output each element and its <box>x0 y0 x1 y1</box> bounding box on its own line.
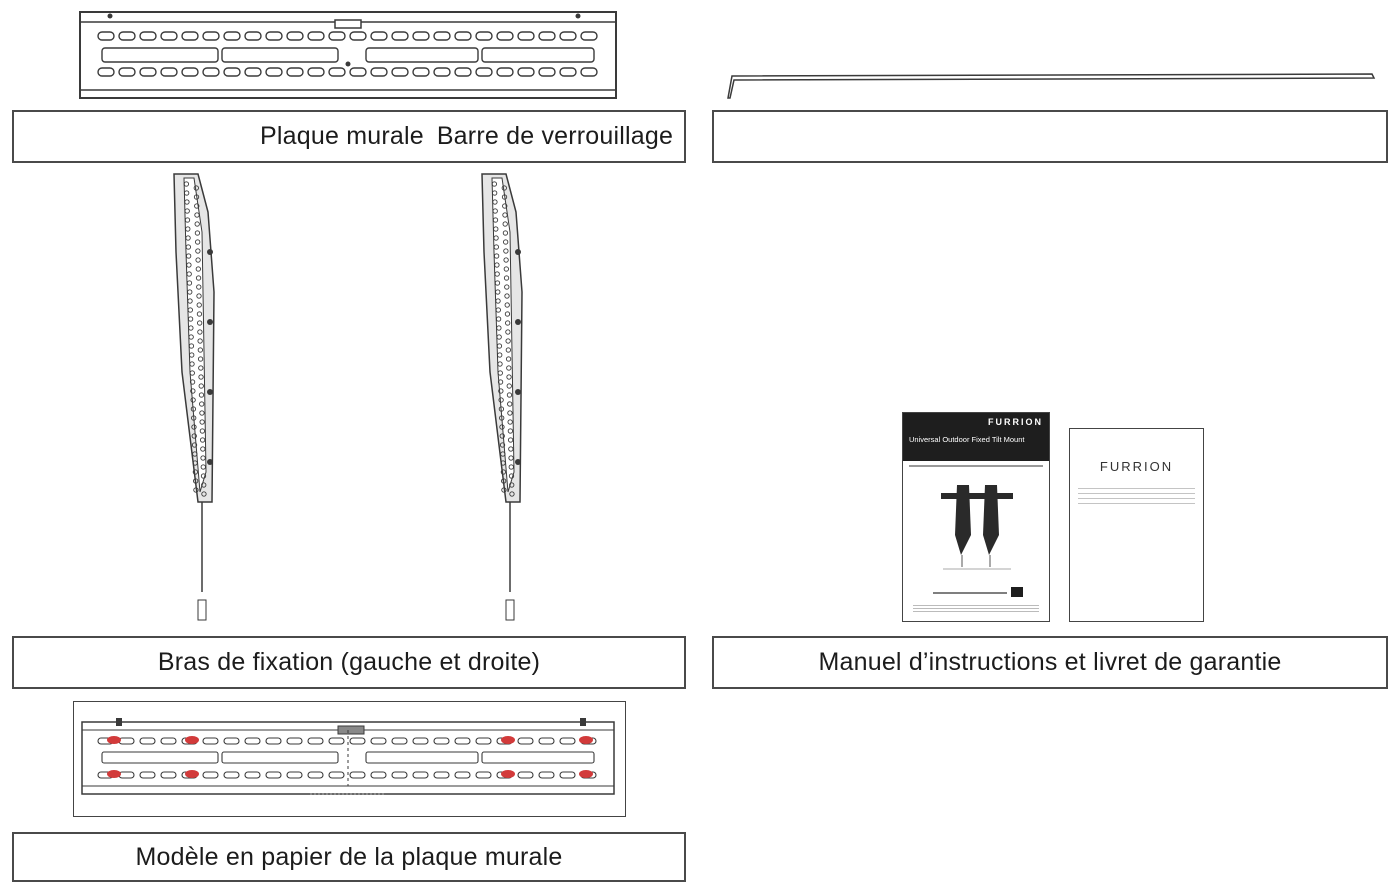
paper-template-label-box: Modèle en papier de la plaque murale <box>12 832 686 882</box>
lock-bar-label: Barre de verrouillage <box>436 122 674 150</box>
manual-cover-product-image <box>933 485 1023 597</box>
lock-bar-label-box <box>712 110 1388 163</box>
mounting-arms-label: Bras de fixation (gauche et droite) <box>157 648 541 676</box>
lock-bar-drawing <box>727 73 1376 99</box>
warranty-booklet: FURRION <box>1069 428 1204 622</box>
warranty-booklet-brand: FURRION <box>1099 459 1174 474</box>
manual-cover-fine-print <box>913 603 1039 613</box>
manual-cover-header: FURRION Universal Outdoor Fixed Tilt Mou… <box>903 413 1049 461</box>
manual-cover-brand: FURRION <box>988 417 1043 427</box>
manual-label-box: Manuel d’instructions et livret de garan… <box>712 636 1388 689</box>
wall-plate-label-box: Plaque murale Barre de verrouillage <box>12 110 686 163</box>
paper-template-label: Modèle en papier de la plaque murale <box>135 842 563 871</box>
wall-plate-drawing <box>79 11 617 99</box>
left-mounting-arm-drawing <box>173 173 215 621</box>
paper-template-drawing <box>81 718 615 795</box>
instruction-manual-cover: FURRION Universal Outdoor Fixed Tilt Mou… <box>902 412 1050 622</box>
manual-cover-subtitle-line <box>909 465 1043 467</box>
warranty-booklet-fine-print <box>1078 484 1195 506</box>
right-mounting-arm-drawing <box>481 173 523 621</box>
mounting-arms-label-box: Bras de fixation (gauche et droite) <box>12 636 686 689</box>
manual-label: Manuel d’instructions et livret de garan… <box>818 648 1282 676</box>
manual-cover-title: Universal Outdoor Fixed Tilt Mount <box>909 435 1025 444</box>
wall-plate-label: Plaque murale <box>260 122 424 150</box>
